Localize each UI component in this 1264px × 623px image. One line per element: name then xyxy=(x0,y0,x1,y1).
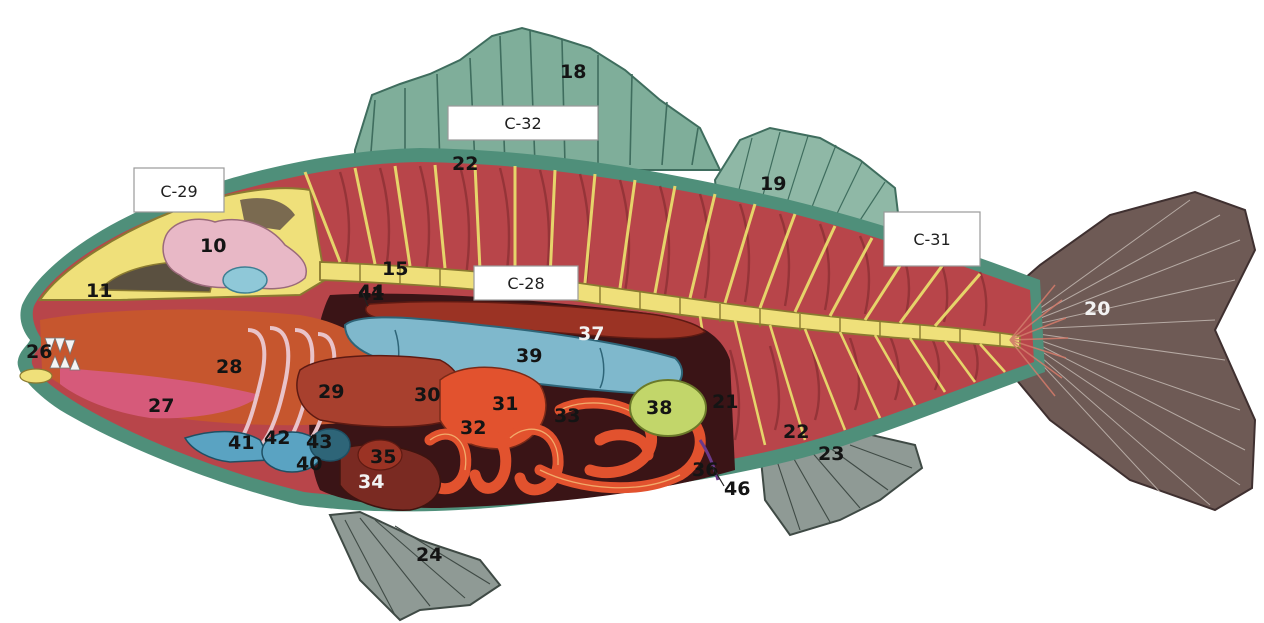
label-11: 11 xyxy=(86,280,112,302)
svg-text:C-31: C-31 xyxy=(913,230,950,249)
svg-text:C-29: C-29 xyxy=(160,182,197,201)
label-32: 32 xyxy=(460,417,486,439)
label-21: 21 xyxy=(712,391,738,413)
label-22-bottom: 22 xyxy=(783,421,809,443)
tag-c31: C-31 xyxy=(884,212,980,266)
label-26: 26 xyxy=(26,341,52,363)
label-10: 10 xyxy=(200,235,226,257)
label-35: 35 xyxy=(370,446,396,468)
label-34: 34 xyxy=(358,471,384,493)
label-41-lower: 41 xyxy=(228,432,254,454)
label-41-upper: 41 xyxy=(358,283,384,305)
label-22-top: 22 xyxy=(452,153,478,175)
label-31: 31 xyxy=(492,393,518,415)
label-18: 18 xyxy=(560,61,586,83)
tag-c29: C-29 xyxy=(134,168,224,212)
label-39: 39 xyxy=(516,345,542,367)
label-19: 19 xyxy=(760,173,786,195)
label-40: 40 xyxy=(296,453,322,475)
svg-text:C-32: C-32 xyxy=(504,114,541,133)
label-42: 42 xyxy=(264,427,290,449)
label-37: 37 xyxy=(578,323,604,345)
label-24: 24 xyxy=(416,544,442,566)
label-27: 27 xyxy=(148,395,174,417)
pelvic-fin xyxy=(330,512,500,620)
label-20: 20 xyxy=(1084,298,1110,320)
tag-c28: C-28 xyxy=(474,266,578,300)
label-46: 46 xyxy=(724,478,750,500)
label-29: 29 xyxy=(318,381,344,403)
label-28: 28 xyxy=(216,356,242,378)
label-30: 30 xyxy=(414,384,440,406)
tag-c32: C-32 xyxy=(448,106,598,140)
label-33: 33 xyxy=(554,405,580,427)
label-15: 15 xyxy=(382,258,408,280)
label-38: 38 xyxy=(646,397,672,419)
label-43: 43 xyxy=(306,431,332,453)
svg-text:C-28: C-28 xyxy=(507,274,544,293)
label-23: 23 xyxy=(818,443,844,465)
